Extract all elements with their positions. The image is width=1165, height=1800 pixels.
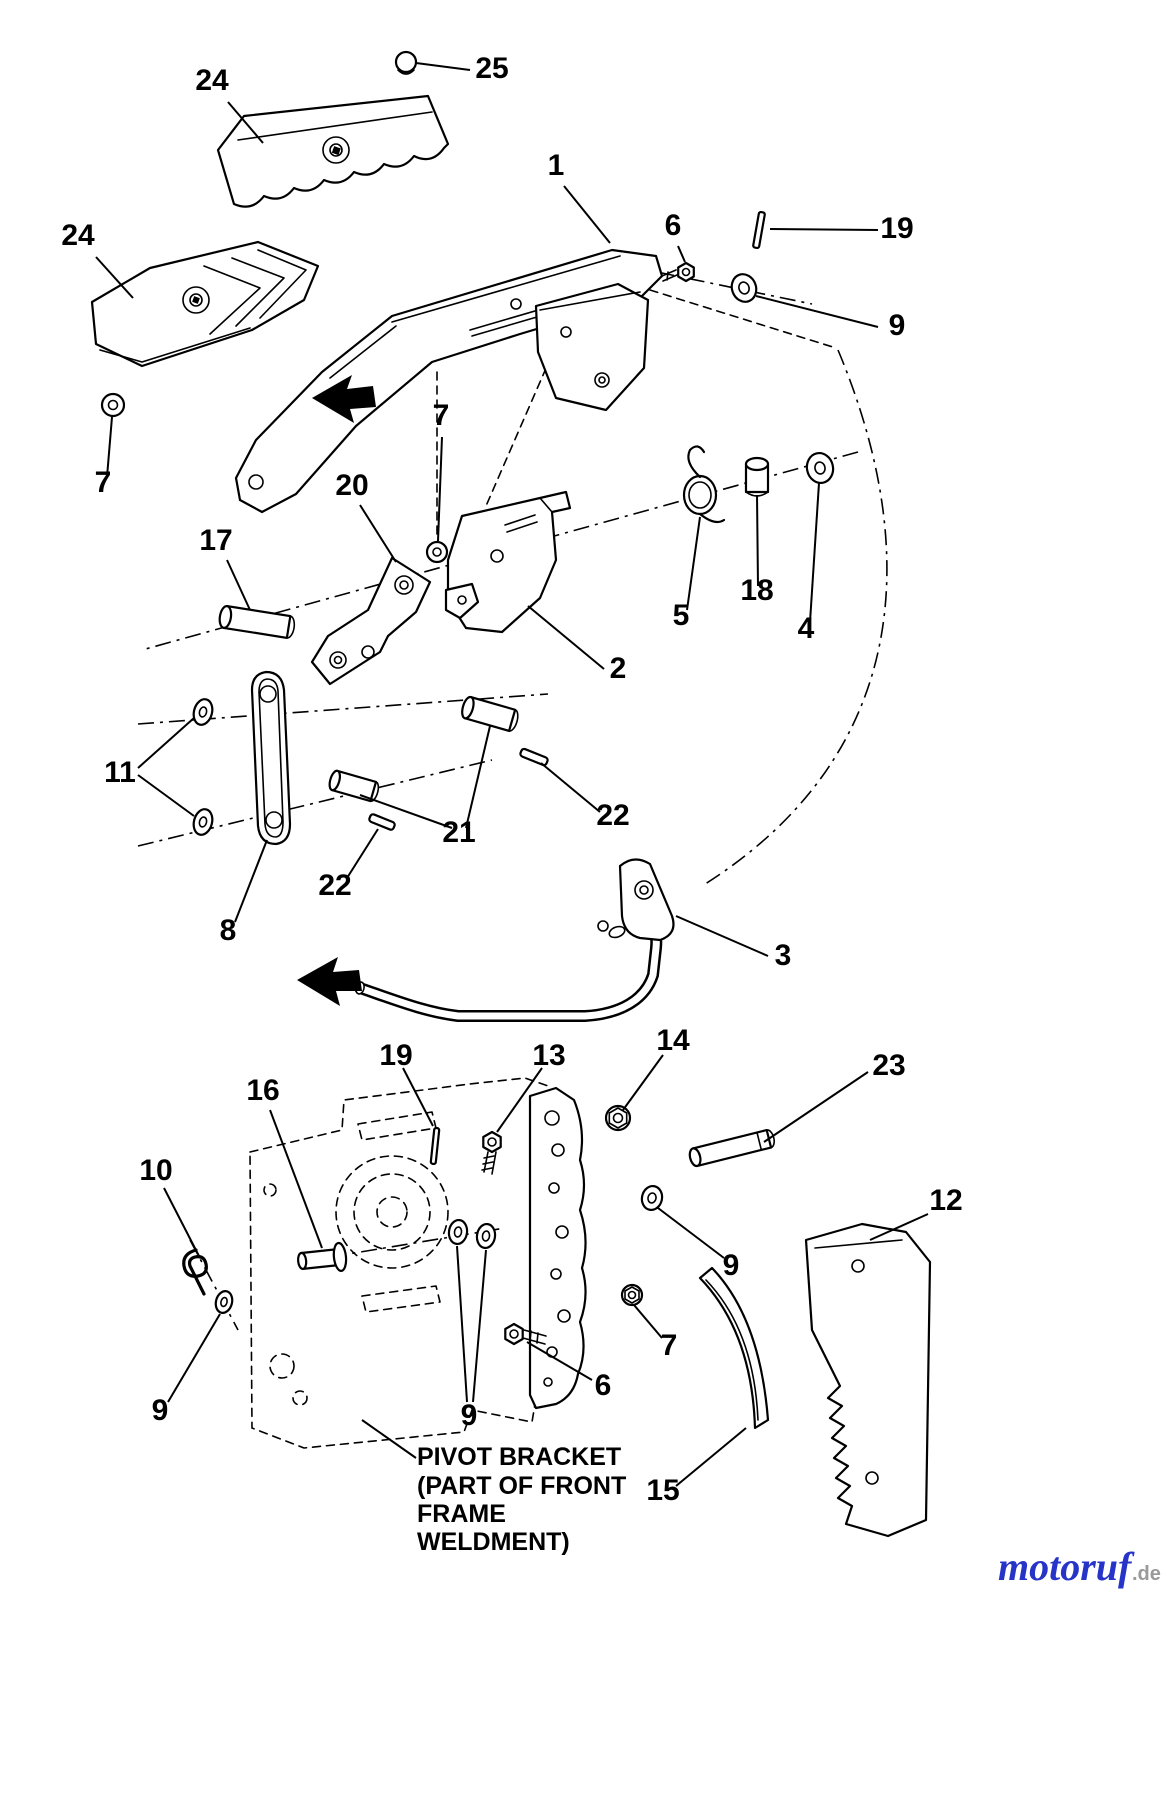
part-bolt-13 [481,1130,502,1175]
callout-3: 3 [775,939,792,972]
callout-25: 25 [475,52,508,85]
part-bolt-6-upper [661,261,695,283]
part-nut-14 [604,1104,632,1132]
part-washer-9-lowerleft [214,1290,234,1314]
callout-9: 9 [723,1249,740,1282]
pivot-bracket-note: PIVOT BRACKET (PART OF FRONT FRAME WELDM… [417,1443,626,1556]
part-pin-22-left [368,813,396,831]
leader-lines [95,62,929,1487]
part-pin-21-lower [328,769,380,803]
part-side-plate [528,1086,587,1410]
part-bracket-20 [310,556,432,686]
part-spring [682,445,726,524]
direction-arrow-upper [312,375,376,423]
part-brake-plate-12 [804,1222,932,1538]
part-washer-9-upper [730,273,758,303]
part-pin-19-upper [752,210,766,250]
part-nut-7-mid [425,540,449,564]
watermark-tld: .de [1132,1563,1161,1585]
part-pin-17 [218,604,296,639]
callout-18: 18 [740,574,773,607]
part-stud-16 [296,1241,348,1272]
watermark-brand: motoruf [998,1544,1135,1589]
callout-7: 7 [433,399,450,432]
part-pin-23 [688,1128,775,1168]
callout-14: 14 [656,1024,690,1057]
note-line-3: FRAME [417,1500,506,1528]
part-pedal-arm [234,248,664,514]
part-nut-7-lower [620,1283,644,1307]
note-line-2: (PART OF FRONT [417,1472,626,1500]
part-bolt-6-lower [504,1322,547,1346]
watermark: motoruf .de [998,1544,1161,1589]
part-pin-22-right [519,747,549,767]
part-tread-pad-side [90,240,320,368]
part-flange-nut-7-left [100,392,126,418]
callout-12: 12 [929,1184,962,1217]
callout-6: 6 [665,209,682,242]
part-washer-11-bottom [192,808,214,836]
part-push-cap [394,50,418,75]
note-line-4: WELDMENT) [417,1528,570,1556]
callout-7: 7 [95,466,112,499]
callout-19: 19 [379,1039,412,1072]
part-washer-11-top [192,698,214,726]
part-pin-19-lower [429,1126,441,1166]
callout-9: 9 [461,1399,478,1432]
callout-16: 16 [246,1074,279,1107]
part-hairpin-clip-10 [182,1248,208,1296]
callout-24: 24 [195,64,229,97]
callout-24: 24 [61,219,95,252]
part-bracket-2 [444,490,572,634]
part-pivot-bracket-hidden [249,1077,563,1449]
callout-21: 21 [442,816,475,849]
callout-11: 11 [104,756,136,789]
part-tread-pad-top [216,94,450,208]
callout-4: 4 [798,612,815,645]
callout-8: 8 [220,914,237,947]
part-washer-9-center-a [447,1218,469,1246]
direction-arrow-lower [297,957,362,1006]
part-washer-9-right [640,1184,664,1212]
callout-10: 10 [139,1154,172,1187]
callout-6: 6 [595,1369,612,1402]
part-bushing-18 [744,456,770,497]
callout-23: 23 [872,1049,905,1082]
callout-22: 22 [596,799,629,832]
callout-5: 5 [673,599,690,632]
callout-7: 7 [661,1329,678,1362]
part-pin-21-upper [461,695,519,733]
part-brake-rod [354,858,675,1022]
callout-9: 9 [889,309,906,342]
callout-22: 22 [318,869,351,902]
part-washer-4 [805,451,835,485]
callout-15: 15 [646,1474,679,1507]
part-brake-band-15 [698,1266,770,1430]
note-line-1: PIVOT BRACKET [417,1443,621,1471]
callout-2: 2 [610,652,627,685]
callout-19: 19 [880,212,913,245]
part-link-8 [250,670,292,846]
part-washer-9-center-b [475,1222,497,1250]
callout-13: 13 [532,1039,565,1072]
callout-20: 20 [335,469,368,502]
callout-1: 1 [548,149,565,182]
callout-17: 17 [199,524,232,557]
callout-9: 9 [152,1394,169,1427]
